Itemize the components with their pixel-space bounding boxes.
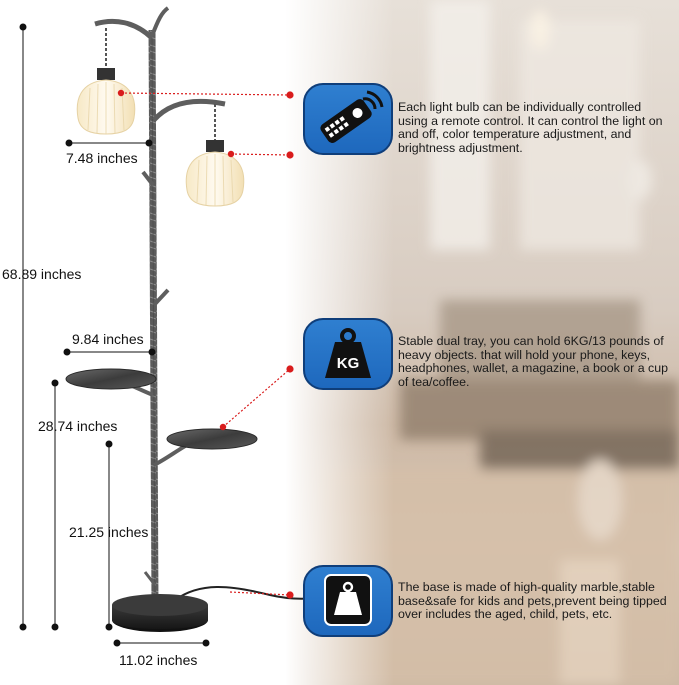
remote-control-icon	[320, 90, 384, 143]
dimension-upper-tray-height: 28.74 inches	[38, 418, 118, 434]
dimension-lower-tray-height: 21.25 inches	[69, 524, 149, 540]
kg-weight-icon: KG	[325, 328, 371, 378]
base-feature-text: The base is made of high-quality marble,…	[398, 580, 667, 622]
lower-tray	[166, 428, 258, 450]
remote-feature-text: Each light bulb can be individually cont…	[398, 100, 663, 155]
upper-tray	[65, 368, 157, 390]
dimension-total-height: 68.89 inches	[2, 266, 82, 282]
dimension-base-width: 11.02 inches	[119, 652, 198, 668]
tray-feature-text: Stable dual tray, you can hold 6KG/13 po…	[398, 334, 669, 389]
upper-arm	[94, 18, 154, 40]
lower-arm	[152, 98, 226, 122]
remote-feature-badge	[303, 83, 393, 155]
marble-base-weight-icon	[324, 574, 372, 626]
dimension-shade-width: 7.48 inches	[66, 150, 138, 166]
kg-label: KG	[337, 355, 360, 372]
base-feature-badge	[303, 565, 393, 637]
dimension-tray-width: 9.84 inches	[72, 331, 144, 347]
tray-feature-badge: KG	[303, 318, 393, 390]
